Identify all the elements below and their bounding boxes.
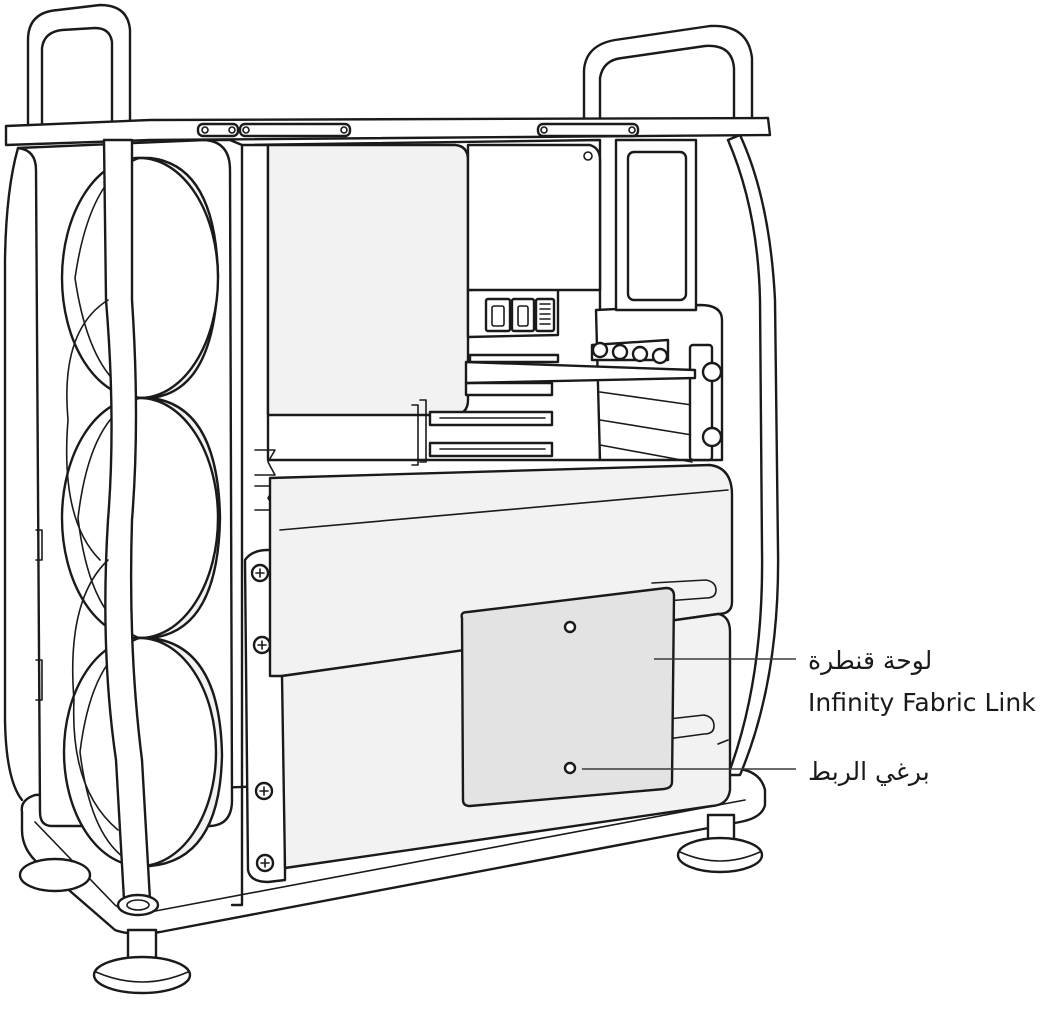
- pcie-bracket: [464, 303, 724, 463]
- handle-right: [582, 24, 780, 777]
- callout-bridge-label-english: Infinity Fabric Link: [808, 688, 1036, 717]
- fan-middle: [60, 396, 222, 640]
- callout-screw-label-arabic: برغي الربط: [808, 757, 930, 786]
- handle-front-left: [65, 138, 160, 917]
- upper-right-card: [466, 138, 698, 312]
- pcie-slots: [411, 353, 560, 466]
- bridge-screw-top: [563, 620, 577, 634]
- foot-front-left: [92, 928, 192, 995]
- infinity-fabric-link-bridge: [460, 586, 676, 808]
- mpx-module-top: [266, 143, 470, 417]
- foot-right: [676, 813, 764, 874]
- callout-bridge-label-arabic: لوحة قنطرة: [808, 646, 933, 675]
- frame-left-back: [3, 146, 24, 802]
- handle-back-left: [26, 3, 132, 130]
- bridge-screw-bottom: [563, 761, 577, 775]
- foot-back-left: [18, 857, 92, 893]
- top-rail: [4, 116, 772, 147]
- fan-top: [60, 156, 220, 400]
- io-ports: [466, 286, 560, 339]
